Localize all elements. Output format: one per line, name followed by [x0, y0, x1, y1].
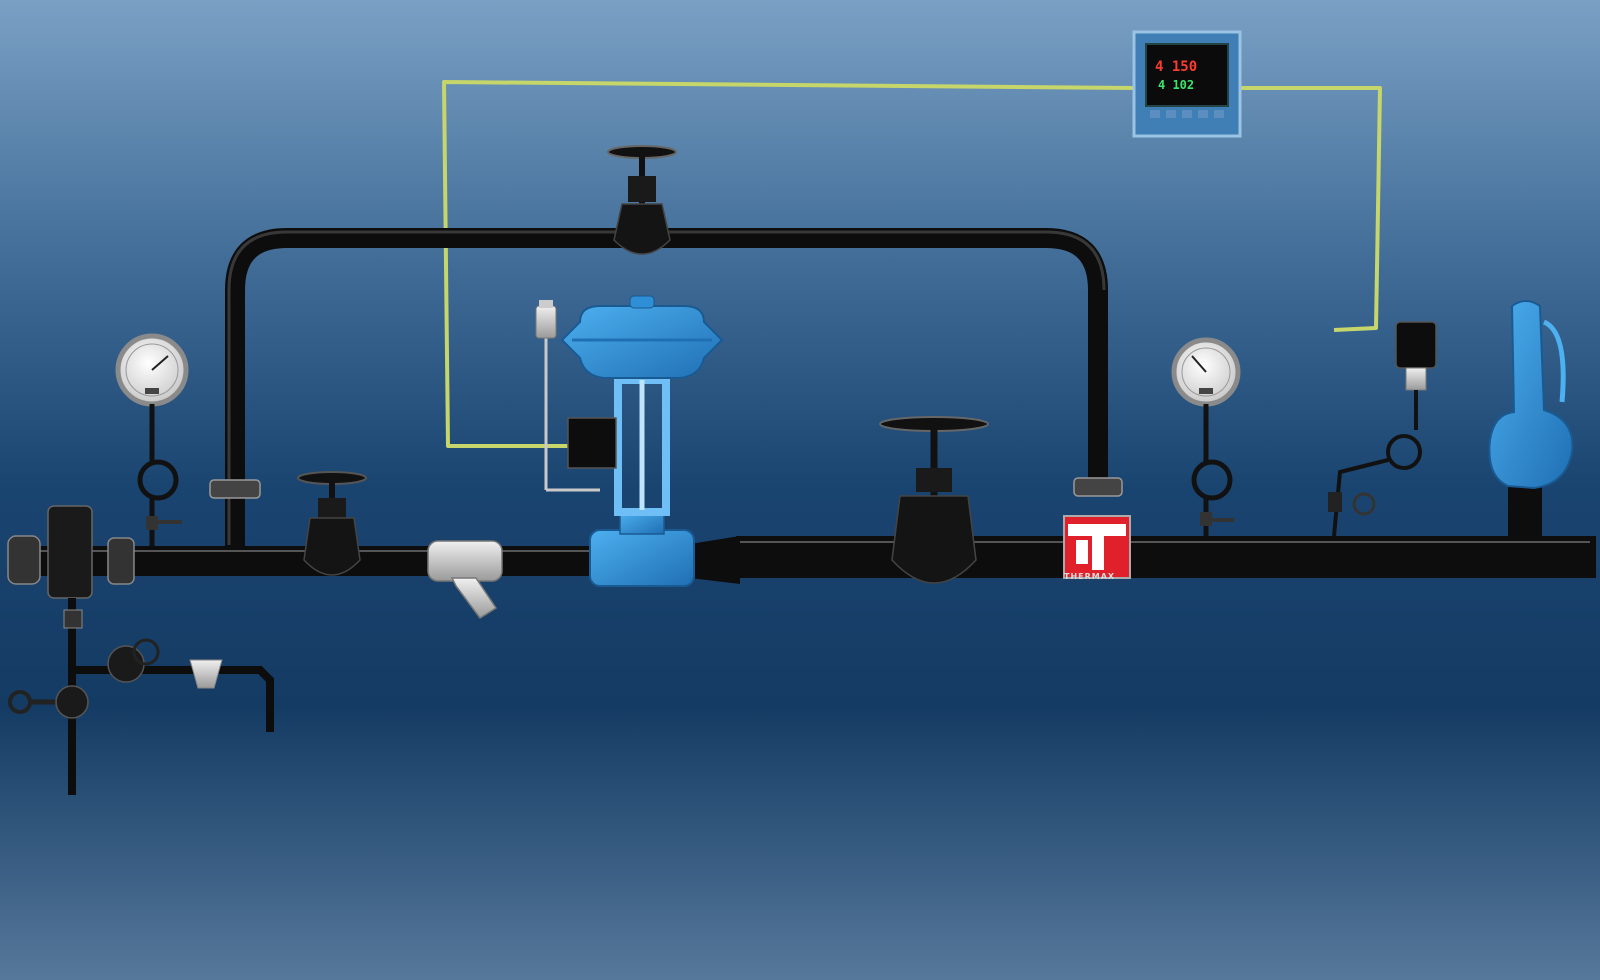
control-valve — [560, 295, 724, 587]
gate-valve-outlet — [879, 416, 989, 584]
bypass-flange-right — [1073, 477, 1123, 497]
pressure-gauge-outlet — [1171, 337, 1241, 536]
safety-valve — [1488, 300, 1574, 540]
bypass-pipe-shine — [227, 230, 1106, 545]
wire-controller-to-transmitter — [1240, 86, 1382, 332]
pid-controller — [1132, 30, 1242, 138]
flow-meter-brand: THERMAX — [1064, 572, 1116, 581]
controller-display-sp: 4 102 — [1158, 78, 1195, 92]
wire-controller-to-actuator — [442, 80, 1135, 448]
controller-keypad — [1150, 110, 1224, 118]
steam-separator — [7, 505, 135, 599]
pressure-transmitter — [1328, 321, 1437, 537]
drain-valves — [8, 609, 223, 719]
main-pipe — [30, 536, 1596, 584]
y-strainer — [427, 540, 503, 620]
bypass-flange-left — [209, 479, 261, 499]
siphon-coil-inlet — [137, 459, 179, 501]
flow-meter — [1063, 515, 1131, 579]
check-valve — [189, 659, 223, 689]
signal-wires — [442, 80, 1382, 448]
gate-valve-bypass — [607, 145, 677, 255]
steam-trap — [107, 645, 145, 683]
valve-positioner — [535, 300, 617, 492]
controller-display-pv: 4 150 — [1155, 59, 1198, 75]
gate-valve-inlet — [297, 471, 367, 576]
pressure-gauge-inlet — [115, 333, 189, 546]
siphon-coil-outlet — [1191, 459, 1233, 501]
